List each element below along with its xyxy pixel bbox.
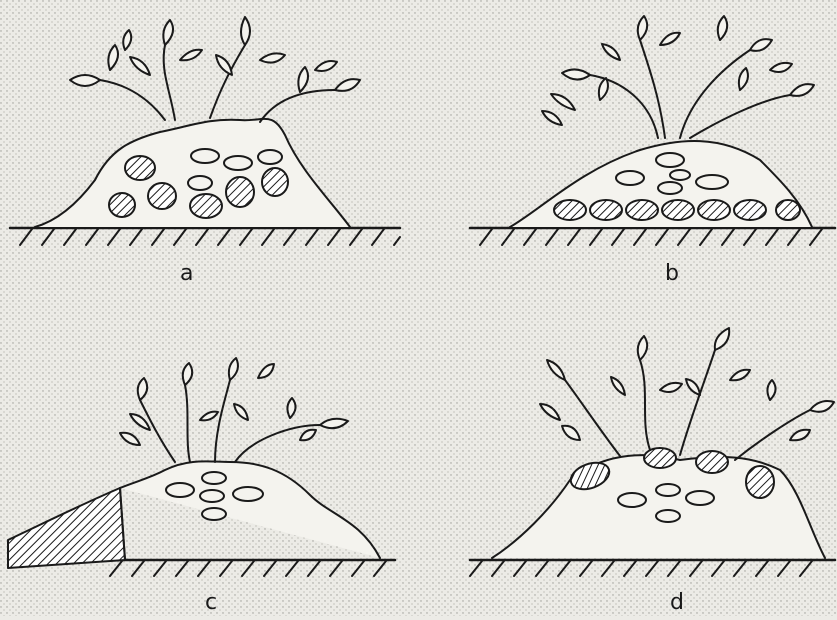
panel-label-a: a: [180, 263, 193, 285]
panel-label-d: d: [670, 592, 684, 614]
panel-label-b: b: [665, 263, 679, 285]
panel-label-c: c: [205, 592, 217, 614]
